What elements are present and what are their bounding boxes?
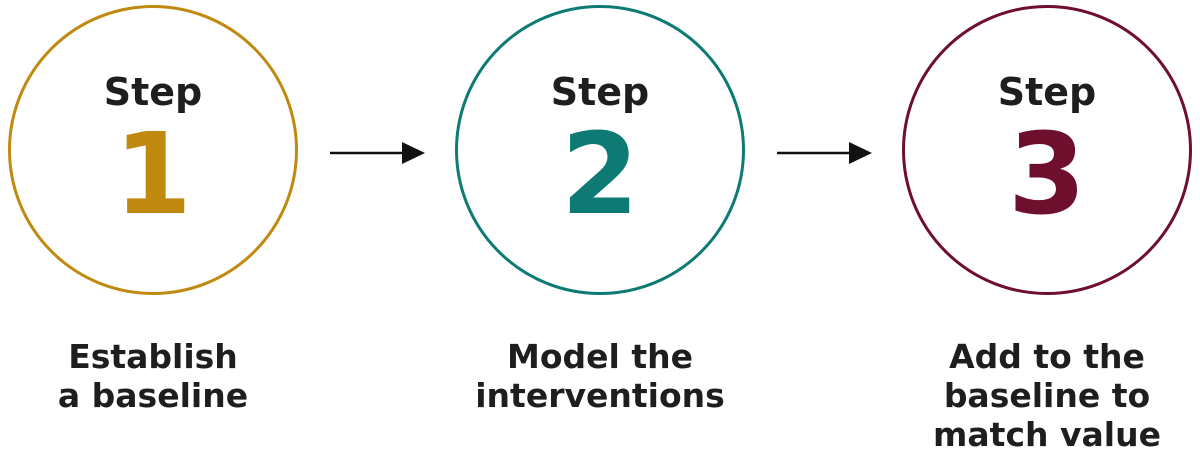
step-3-circle — [902, 5, 1192, 295]
step-1-caption-line-1: Establish — [68, 337, 238, 376]
step-3: Step 3 Add to the baseline to match valu… — [902, 0, 1200, 455]
step-3-label: Step — [997, 70, 1097, 114]
arrow-2-to-3 — [777, 142, 872, 164]
step-2-circle — [455, 5, 745, 295]
step-1-circle — [8, 5, 298, 295]
step-3-caption-line-2: baseline to — [943, 376, 1151, 415]
step-3-caption: Add to the baseline to match value — [872, 337, 1200, 454]
arrow-2-head — [849, 142, 872, 164]
step-2-caption-line-2: interventions — [475, 376, 725, 415]
step-3-caption-line-1: Add to the — [949, 337, 1145, 376]
step-2: Step 2 Model the interventions — [455, 0, 755, 455]
step-3-caption-line-3: match value — [933, 415, 1161, 454]
step-2-caption: Model the interventions — [425, 337, 775, 415]
step-1-caption-line-2: a baseline — [57, 376, 249, 415]
step-2-number: 2 — [561, 110, 639, 240]
step-3-number: 3 — [1008, 110, 1086, 240]
step-2-label: Step — [550, 70, 650, 114]
step-1-caption: Establish a baseline — [0, 337, 328, 415]
arrow-1-head — [402, 142, 425, 164]
step-1: Step 1 Establish a baseline — [8, 0, 308, 455]
step-1-label: Step — [103, 70, 203, 114]
step-2-caption-line-1: Model the — [507, 337, 693, 376]
arrow-1-to-2 — [330, 142, 425, 164]
step-1-number: 1 — [114, 110, 192, 240]
